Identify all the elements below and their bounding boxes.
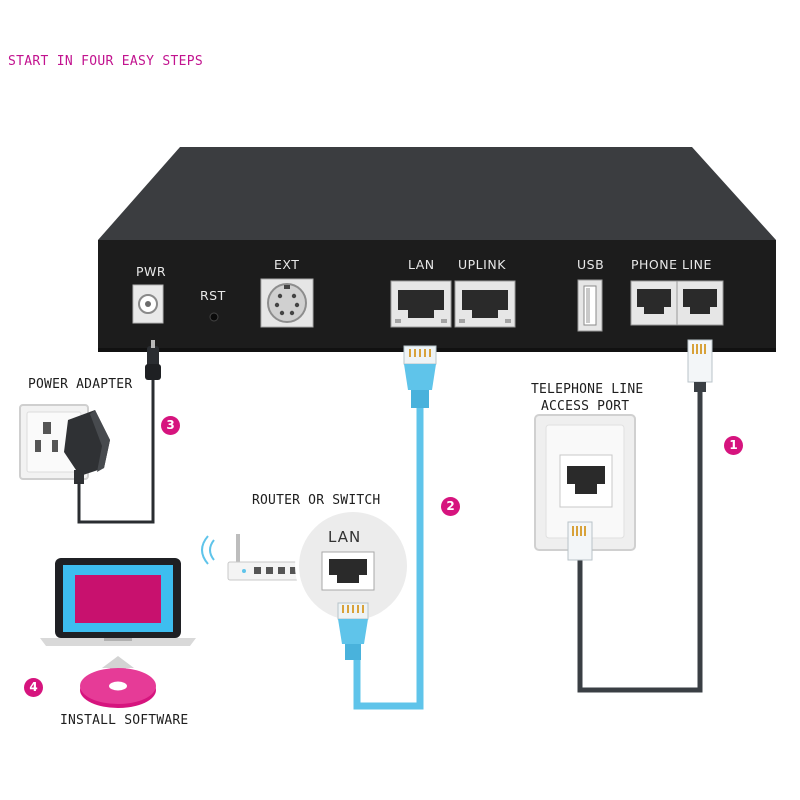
rst-label: RST [200,288,226,303]
device-top-face [98,147,776,240]
phone-cable [577,390,703,693]
lan-plug-device-end [403,345,437,408]
device-bottom-edge [98,348,776,352]
power-adapter [64,410,110,484]
page-title: START IN FOUR EASY STEPS [8,54,204,69]
install-software-label: INSTALL SOFTWARE [60,713,189,728]
phone-plug-wall-end [567,521,593,561]
software-disc-icon [80,668,156,708]
step-2-badge: 2 [441,497,460,516]
ext-port-label: EXT [274,257,300,272]
ext-port [260,278,314,328]
pwr-port-label: PWR [136,264,167,279]
pwr-port [132,284,164,324]
router-lan-label: LAN [328,528,362,546]
usb-port-label: USB [577,257,605,272]
laptop-icon [40,558,196,646]
power-cable [77,378,155,524]
rst-button [209,312,219,322]
lan-cable [353,395,424,710]
telephone-line-label: TELEPHONE LINE [531,382,644,397]
phone-line-port-2 [676,280,724,326]
step-1-badge: 1 [724,436,743,455]
wifi-signal-icon [201,535,215,565]
telephone-wall-plate [534,414,636,551]
phone-line-port-1 [630,280,678,326]
uplink-port-label: UPLINK [458,257,506,272]
router-or-switch-label: ROUTER OR SWITCH [252,493,381,508]
step-3-badge: 3 [161,416,180,435]
lan-port-label: LAN [408,257,435,272]
access-port-label: ACCESS PORT [541,399,630,414]
uplink-port [454,280,516,328]
lan-port [390,280,452,328]
phone-line-port-label: PHONE LINE [631,257,712,272]
phone-plug-device-end [687,339,713,392]
power-adapter-label: POWER ADAPTER [28,377,133,392]
router-lan-port [321,551,375,591]
lan-plug-router-end [337,602,369,660]
usb-port [577,279,603,332]
power-plug [145,340,161,380]
step-4-badge: 4 [24,678,43,697]
